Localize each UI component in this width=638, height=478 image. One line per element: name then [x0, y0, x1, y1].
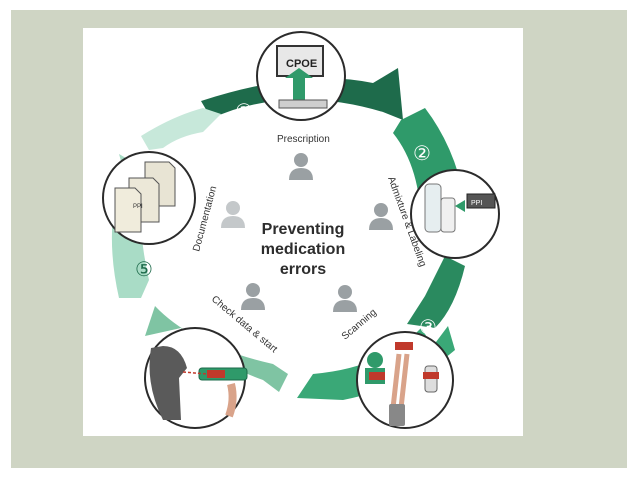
- stage-number-1: ①: [235, 99, 253, 123]
- pump-check-icon: [144, 327, 248, 429]
- documents-icon: PPI: [102, 151, 196, 245]
- person-icon-check: [241, 283, 265, 310]
- cycle-diagram: ① ② ③ ④ ⑤ Prescription Admixture & Label…: [102, 31, 500, 429]
- doc-screen-text: PPI: [133, 204, 143, 210]
- label-screen-text: PPI: [471, 200, 482, 207]
- segment-documentation-top: [141, 108, 221, 150]
- syringe-vial-label-icon: PPI: [410, 169, 500, 259]
- stage-number-2: ②: [413, 141, 431, 165]
- center-title-line-1: Preventing: [262, 221, 345, 238]
- person-icon-admixture: [369, 203, 393, 230]
- barcode-scanning-icon: [356, 331, 454, 429]
- segment-labeling-tail: [407, 256, 465, 328]
- stage-label-scanning: Scanning: [340, 307, 379, 342]
- person-icon-scanning: [333, 285, 357, 312]
- center-title-line-3: errors: [280, 261, 326, 278]
- stage-number-4: ④: [251, 381, 269, 405]
- cpoe-screen-text: CPOE: [286, 58, 317, 70]
- stage-number-3: ③: [419, 315, 437, 339]
- center-title-line-2: medication: [261, 241, 345, 258]
- stage-number-5: ⑤: [135, 257, 153, 281]
- cpoe-computer-icon: CPOE: [256, 31, 346, 121]
- stage-label-prescription: Prescription: [277, 134, 330, 145]
- diagram-canvas: ① ② ③ ④ ⑤ Prescription Admixture & Label…: [83, 28, 523, 436]
- person-icon-documentation: [221, 201, 245, 228]
- person-icon-prescription: [289, 153, 313, 180]
